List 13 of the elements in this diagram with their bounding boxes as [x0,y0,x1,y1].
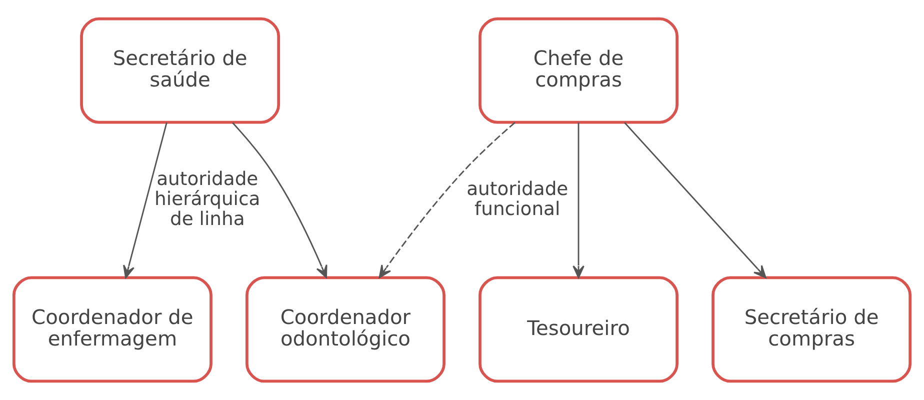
arrow [572,122,584,278]
node-box: Chefe de compras [478,17,678,124]
arrow [624,122,766,278]
arrow [232,122,328,278]
arrow [123,122,168,278]
arrow [378,122,516,278]
edge-label: autoridade funcional [466,178,568,220]
node-box: Coordenador odontológico [246,276,446,383]
node-box: Tesoureiro [478,276,678,383]
node-box: Secretário de saúde [80,17,280,124]
node-box: Coordenador de enfermagem [12,276,212,383]
node-box: Secretário de compras [712,276,912,383]
edge-label: autoridade hierárquica de linha [154,168,260,230]
